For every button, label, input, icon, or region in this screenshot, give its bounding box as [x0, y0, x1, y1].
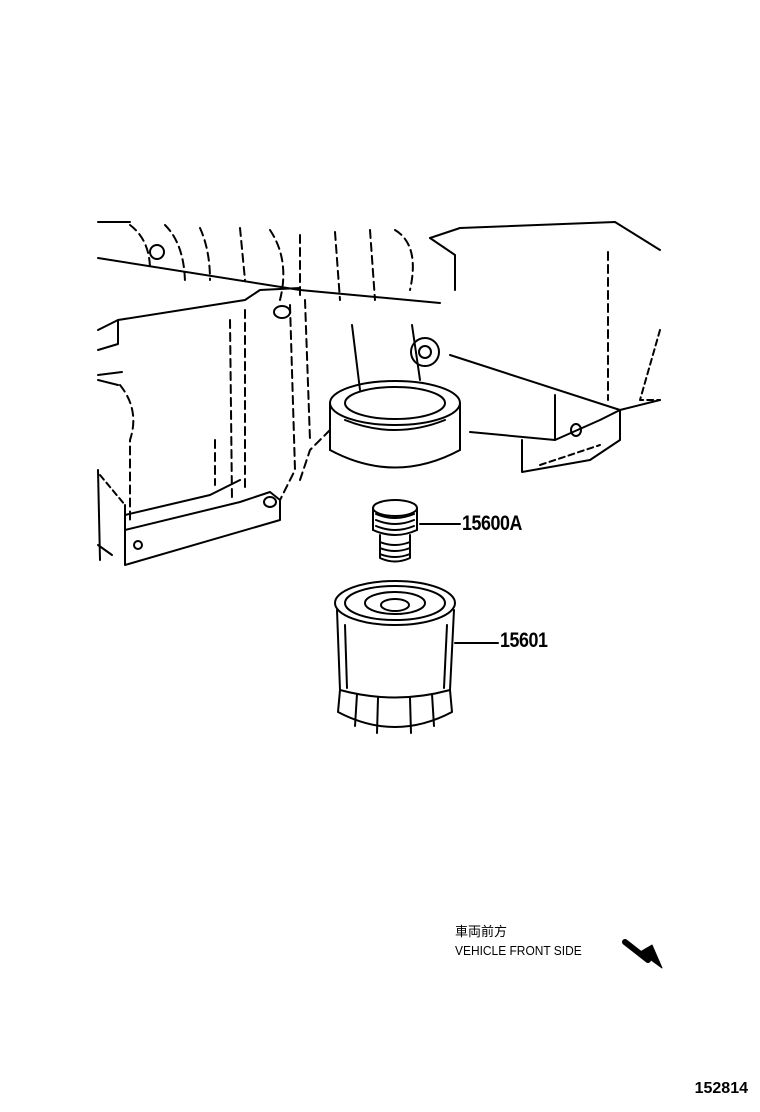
vehicle-front-label-en: VEHICLE FRONT SIDE — [455, 943, 582, 958]
engine-block — [97, 221, 661, 566]
vehicle-front-label-jp: 車両前方 — [455, 925, 508, 940]
oil-filter-15601 — [334, 580, 499, 734]
diagram-number: 152814 — [694, 1080, 748, 1097]
part-number-label: 15600A — [462, 512, 522, 535]
arrow-down-right-icon — [622, 939, 663, 969]
part-number-label: 15601 — [500, 629, 548, 652]
union-bolt-15600a — [372, 499, 461, 563]
